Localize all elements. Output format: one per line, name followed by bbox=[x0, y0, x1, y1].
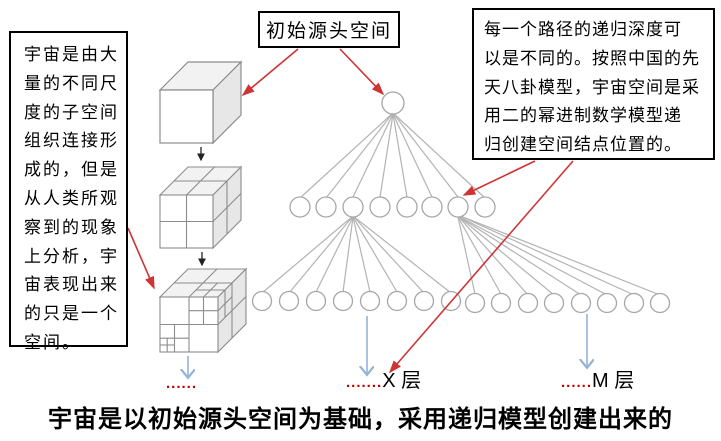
tree-nodes bbox=[251, 91, 671, 314]
expanded-node-left bbox=[342, 196, 364, 218]
left-note-box: 宇宙是由大 量的不同尺 度的子空间 组织连接形 成的，但是 从人类所观 察到的现… bbox=[9, 31, 128, 352]
arrow-source-to-cube bbox=[241, 48, 299, 97]
cube-level-3 bbox=[158, 267, 248, 354]
arrow-source-to-root bbox=[339, 48, 385, 96]
blue-continuation-arrows bbox=[188, 314, 587, 377]
red-ellipsis: ....... bbox=[346, 374, 383, 391]
tree-edges bbox=[261, 112, 661, 296]
cube-level-2 bbox=[158, 165, 243, 250]
right-note-box: 每一个路径的递归深度可 以是不同的。按照中国的先 天八卦模型，宇宙空间是采 用二… bbox=[472, 8, 715, 160]
layer-m-label: ......M 层 bbox=[561, 364, 634, 393]
red-ellipsis: ...... bbox=[561, 374, 593, 391]
red-annotation-arrows bbox=[127, 48, 574, 374]
arrow-note-to-node bbox=[462, 160, 536, 196]
expanded-node-right bbox=[447, 196, 469, 218]
cube-level-1 bbox=[158, 60, 243, 145]
ellipsis-under-cubes: ...... bbox=[166, 371, 197, 394]
arrow-note-to-cube3 bbox=[127, 227, 155, 290]
layer-x-label: .......X 层 bbox=[346, 364, 421, 393]
root-node bbox=[381, 91, 405, 115]
layer-x-text: X 层 bbox=[382, 370, 422, 392]
layer-m-text: M 层 bbox=[592, 370, 635, 392]
arrow-note-to-layer-x bbox=[388, 160, 574, 374]
source-space-box: 初始源头空间 bbox=[258, 11, 400, 48]
bottom-caption: 宇宙是以初始源头空间为基础，采用递归模型创建出来的 bbox=[48, 406, 673, 433]
red-ellipsis: ...... bbox=[166, 375, 198, 392]
